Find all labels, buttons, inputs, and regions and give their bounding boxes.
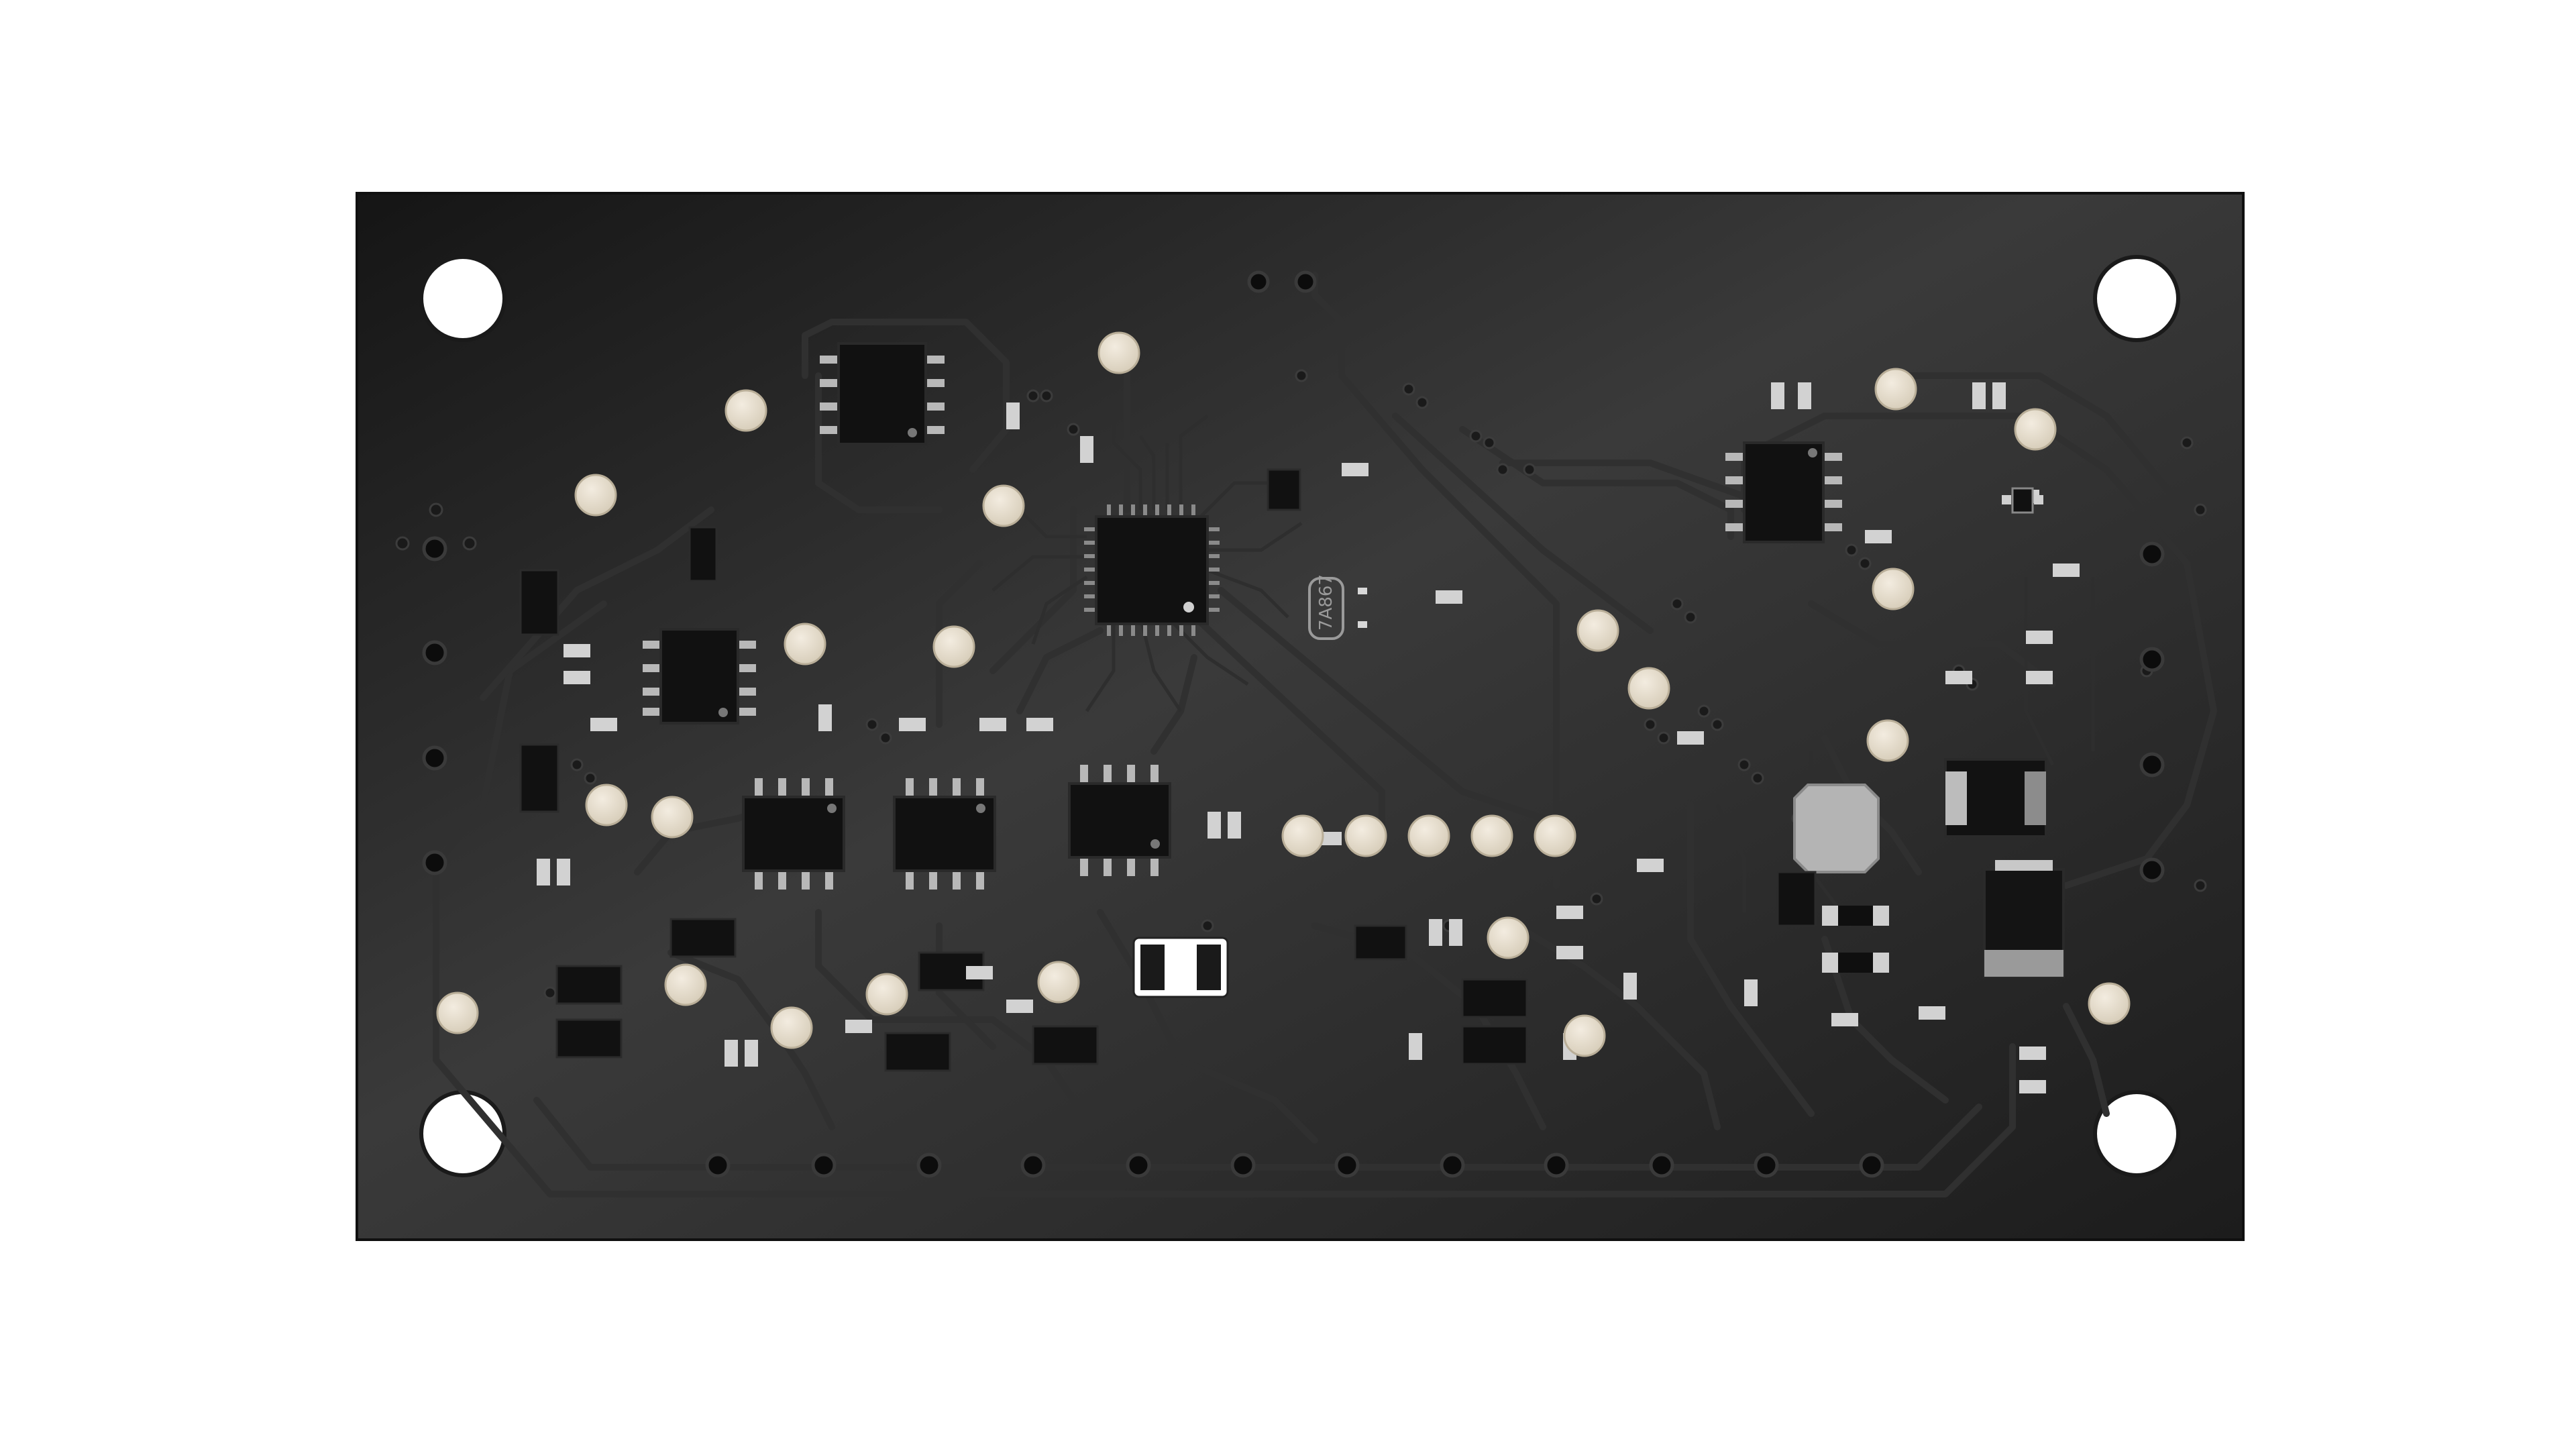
test-point <box>865 973 908 1016</box>
integrated-circuits <box>643 342 1842 890</box>
test-point <box>574 474 617 517</box>
test-points <box>436 331 2131 1057</box>
test-point <box>1407 814 1450 857</box>
test-point <box>2088 982 2131 1025</box>
test-point <box>1627 667 1670 710</box>
test-point <box>1487 916 1529 959</box>
test-point <box>1344 814 1387 857</box>
crystal-oscillator: 7A867 <box>1308 574 1367 640</box>
ic-soic-center-1 <box>742 778 845 890</box>
test-point <box>1866 719 1909 762</box>
power-section <box>1793 758 2065 978</box>
mounting-hole-bottom-left <box>419 1090 506 1177</box>
test-point <box>1576 609 1619 652</box>
test-point <box>932 625 975 668</box>
test-point <box>2014 408 2057 451</box>
ic-soic-center-3 <box>1068 765 1171 876</box>
test-point <box>436 991 479 1034</box>
white-connector-footprint <box>1132 936 1229 998</box>
mounting-hole-top-right <box>2093 255 2180 342</box>
header-pins <box>422 270 2165 1178</box>
test-point <box>585 784 628 826</box>
crystal-marking: 7A867 <box>1316 574 1336 631</box>
test-point <box>1037 961 1080 1004</box>
ic-soic-top-left <box>820 342 945 445</box>
test-point <box>784 623 826 665</box>
test-point <box>651 796 694 839</box>
test-point <box>664 963 707 1006</box>
ic-soic-center-2 <box>893 778 996 890</box>
sot-transistor <box>2002 487 2043 514</box>
test-point <box>1281 814 1324 857</box>
silver-inductor <box>1793 784 1880 873</box>
test-point <box>1872 568 1915 610</box>
test-point <box>1470 814 1513 857</box>
test-point <box>982 484 1025 527</box>
mounting-hole-top-left <box>419 255 506 342</box>
resistor-array <box>1822 906 1889 973</box>
test-point <box>770 1006 813 1049</box>
test-point <box>1563 1014 1606 1057</box>
test-point <box>1534 814 1576 857</box>
ic-soic-left-mid <box>643 628 756 724</box>
ic-qfn-microcontroller <box>1084 504 1220 636</box>
test-point <box>1874 368 1917 411</box>
smd-passives <box>519 382 2080 1093</box>
test-point <box>724 389 767 432</box>
mounting-hole-bottom-right <box>2093 1090 2180 1177</box>
test-point <box>1097 331 1140 374</box>
ic-soic-right-top <box>1725 441 1842 543</box>
